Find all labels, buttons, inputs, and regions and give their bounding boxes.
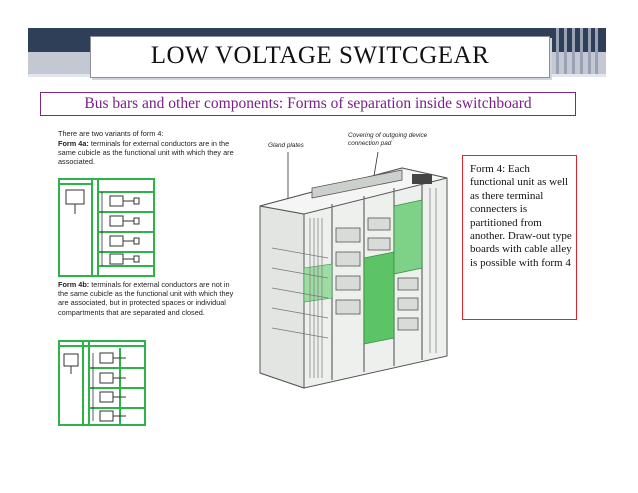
form-4b-label: Form 4b: — [58, 280, 90, 289]
note-box: Form 4: Each functional unit as well as … — [462, 155, 577, 320]
form-4b-description: terminals for external conductors are no… — [58, 280, 234, 317]
intro-text: There are two variants of form 4: — [58, 129, 164, 138]
note-text: Form 4: Each functional unit as well as … — [470, 163, 572, 269]
gland-plates-label: Gland plates — [268, 142, 304, 149]
title-box: LOW VOLTAGE SWITCGEAR — [90, 36, 550, 78]
form-4b-diagram — [58, 340, 146, 426]
slide-subtitle: Bus bars and other components: Forms of … — [84, 95, 532, 112]
switchboard-illustration — [259, 151, 448, 389]
form-4a-label: Form 4a: — [58, 139, 89, 148]
form-4a-description: terminals for external conductors are in… — [58, 139, 234, 167]
form-4b-text: Form 4b: terminals for external conducto… — [58, 280, 238, 317]
form-4a-text: Form 4a: terminals for external conducto… — [58, 139, 248, 167]
subtitle-box: Bus bars and other components: Forms of … — [40, 92, 576, 116]
decorative-bars — [556, 28, 598, 74]
covering-label: Covering of outgoing device connection p… — [348, 132, 428, 147]
form-4a-diagram — [58, 178, 155, 277]
slide-title: LOW VOLTAGE SWITCGEAR — [150, 42, 490, 69]
